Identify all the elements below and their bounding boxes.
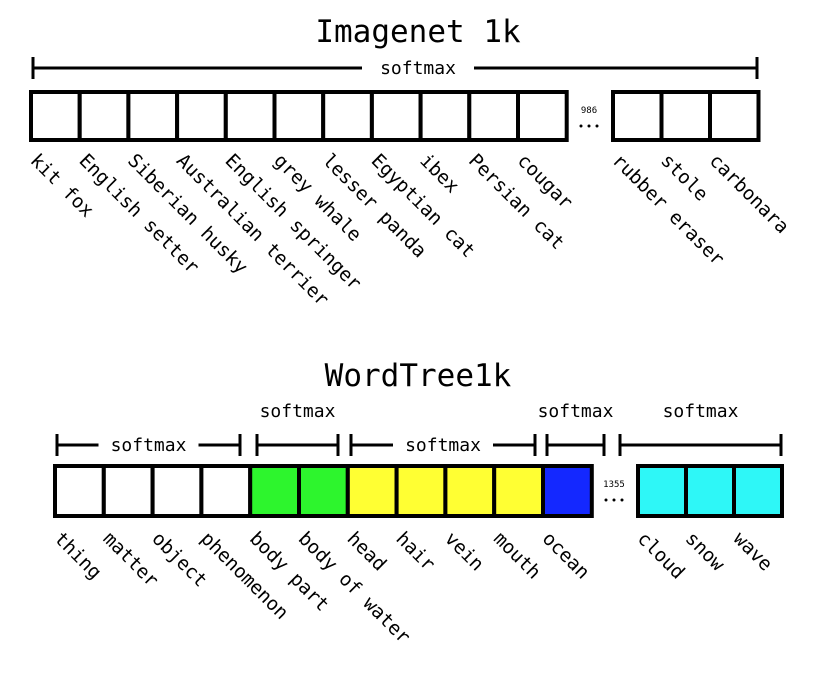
- imagenet-class-cell: [272, 90, 326, 142]
- imagenet-softmax-bracket: softmax: [31, 57, 759, 79]
- imagenet-class-cell: [321, 90, 374, 142]
- wordtree-class-label: vein: [440, 528, 488, 576]
- imagenet-class-cell: [611, 90, 664, 142]
- wordtree-softmax-bracket: softmax: [618, 401, 783, 456]
- wordtree-class-cell: [732, 464, 784, 518]
- wordtree-class-label: ocean: [538, 528, 594, 584]
- wordtree-class-cell: [541, 464, 594, 518]
- imagenet-class-cell: [516, 90, 569, 142]
- wordtree-class-label: thing: [50, 528, 106, 584]
- imagenet-ellipsis-icon: [579, 124, 599, 128]
- wordtree-class-cell: [636, 464, 688, 518]
- wordtree-class-cell: [199, 464, 253, 518]
- imagenet-class-cell: [77, 90, 131, 142]
- imagenet-class-cell: [418, 90, 472, 142]
- imagenet-class-cell: [29, 90, 82, 142]
- imagenet-class-cell: [467, 90, 520, 142]
- wordtree-softmax-label: softmax: [538, 401, 614, 422]
- wordtree-class-cell: [394, 464, 448, 518]
- imagenet-title: Imagenet 1k: [315, 14, 521, 50]
- wordtree-class-cell: [684, 464, 736, 518]
- imagenet-class-cell: [659, 90, 712, 142]
- imagenet-class-cell: [223, 90, 277, 142]
- wordtree-class-label: cloud: [633, 528, 689, 584]
- wordtree-class-label: wave: [729, 528, 777, 576]
- wordtree-class-cell: [53, 464, 106, 518]
- imagenet-class-cell: [369, 90, 423, 142]
- wordtree-class-cell: [345, 464, 399, 518]
- wordtree-softmax-bracket: softmax: [55, 434, 242, 456]
- wordtree-ellipsis-icon: [604, 498, 624, 502]
- wordtree-class-vector: [53, 464, 784, 518]
- wordtree-class-cell: [248, 464, 301, 518]
- wordtree-softmax-label: softmax: [260, 401, 336, 422]
- wordtree-softmax-label: softmax: [111, 435, 187, 456]
- wordtree-title: WordTree1k: [325, 358, 512, 394]
- wordtree-softmax-bracket: softmax: [538, 401, 614, 456]
- imagenet-class-cell: [175, 90, 228, 142]
- wordtree-class-cell: [101, 464, 155, 518]
- imagenet-class-vector: [29, 90, 761, 142]
- wordtree-softmax-bracket: softmax: [349, 434, 537, 456]
- wordtree-class-label: hair: [391, 528, 439, 576]
- imagenet-softmax-label: softmax: [380, 58, 456, 79]
- imagenet-class-label: carbonara: [705, 150, 793, 238]
- wordtree-gap-count: 1355: [603, 480, 625, 490]
- wordtree-softmax-label: softmax: [405, 435, 481, 456]
- wordtree-class-cell: [297, 464, 350, 518]
- imagenet-class-cell: [708, 90, 761, 142]
- wordtree-softmax-brackets: softmax softmax softmax softmax softmax: [55, 401, 783, 456]
- wordtree-class-label: mouth: [489, 528, 545, 584]
- wordtree-class-cell: [492, 464, 546, 518]
- wordtree-class-cell: [150, 464, 204, 518]
- wordtree-softmax-label: softmax: [663, 401, 739, 422]
- wordtree-softmax-bracket: softmax: [255, 401, 340, 456]
- wordtree-class-cell: [443, 464, 497, 518]
- imagenet-class-cell: [126, 90, 180, 142]
- imagenet-gap-count: 986: [581, 106, 597, 116]
